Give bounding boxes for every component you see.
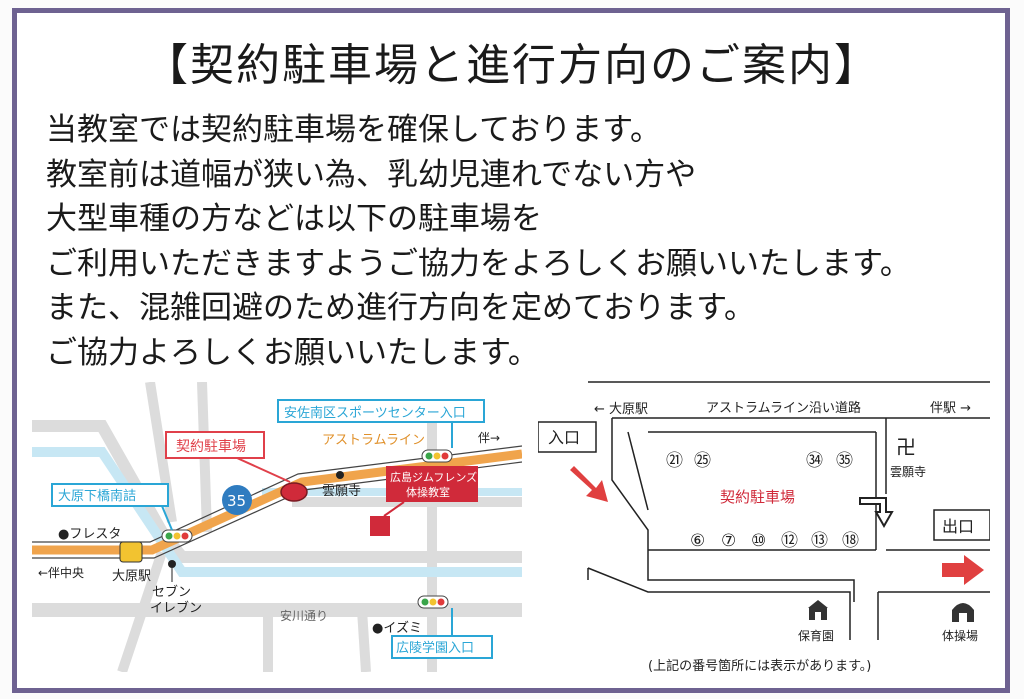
- gym-label-line1: 広島ジムフレンズ: [390, 470, 477, 484]
- seven-label-line2: イレブン: [150, 600, 202, 616]
- yasukawa-label: 安川通り: [280, 608, 328, 623]
- station-icon: [119, 541, 143, 563]
- entrance-box: [538, 421, 597, 453]
- lot-boundary: [627, 431, 649, 511]
- izumi-label: ●イズミ: [372, 620, 422, 636]
- gym-box: [386, 466, 478, 502]
- body-line: 教室前は道幅が狭い為、乳幼児連れでない方や: [46, 156, 697, 193]
- sports-center-label: 安佐南区スポーツセンター入口: [284, 405, 466, 421]
- space-number: ㉞: [806, 451, 823, 471]
- footnote: (上記の番号箇所には表示があります。): [648, 659, 872, 674]
- page-title: 【契約駐車場と進行方向のご案内】: [144, 40, 880, 91]
- callout-leader: [236, 457, 291, 483]
- to-tomo-station-label: 伴駅 →: [930, 401, 971, 416]
- gym-label-line2: 体操教室: [406, 485, 450, 499]
- body-line: 当教室では契約駐車場を確保しております。: [46, 112, 662, 148]
- body-line: また、混雑回避のため進行方向を定めております。: [46, 290, 755, 326]
- entrance-label: 入口: [548, 428, 580, 447]
- lot-boundary: [611, 418, 855, 602]
- body-line: ご利用いただきますようご協力をよろしくお願いいたします。: [46, 245, 911, 282]
- callout-box: [165, 431, 265, 459]
- nursery-label: 保育園: [798, 628, 834, 643]
- temple-dot: [336, 471, 344, 479]
- body-line: ご協力よろしくお願いいたします。: [46, 334, 539, 371]
- parking-marker: [280, 482, 308, 502]
- callout-leader: [161, 505, 173, 531]
- callout-box: [51, 483, 169, 507]
- space-number: ㉟: [836, 451, 853, 471]
- route-sign-icon: [222, 485, 252, 515]
- parking-lot-label: 契約駐車場: [720, 488, 795, 506]
- ohara-station-label: 大原駅: [112, 569, 151, 584]
- body-text: 当教室では契約駐車場を確保しております。 教室前は道幅が狭い為、乳幼児連れでない…: [46, 108, 996, 375]
- to-tomo-chuo-label: ←伴中央: [38, 565, 84, 580]
- space-number: ㉑: [666, 451, 683, 471]
- space-number: ⑫: [781, 531, 798, 551]
- unganji-label: 雲願寺: [322, 484, 361, 499]
- gym-icon: [952, 603, 974, 622]
- callout-box: [391, 635, 493, 659]
- callout-box: [277, 399, 485, 423]
- koryo-label: 広陵学園入口: [396, 640, 474, 656]
- space-number: ⑦: [721, 531, 736, 551]
- to-ohara-label: ← 大原駅: [594, 402, 648, 417]
- nursery-icon: [808, 600, 828, 620]
- exit-label: 出口: [942, 517, 974, 536]
- entrance-arrow-icon: [570, 466, 608, 502]
- seven-label-line1: セブン: [152, 584, 191, 600]
- exit-box: [933, 509, 990, 541]
- gym-building: [370, 516, 390, 536]
- turn-arrow-icon: [859, 497, 894, 529]
- traffic-light-icon: [161, 529, 193, 543]
- road-gray: [32, 420, 522, 563]
- space-number: ⑩: [751, 531, 766, 551]
- road-gray: [117, 550, 167, 672]
- road-line: [587, 567, 851, 640]
- traffic-light-icon: [417, 595, 449, 609]
- parking-diagram: ← 大原駅 アストラムライン沿い道路 伴駅 → 入口 卍 雲願寺 出口 契約駐車…: [538, 381, 990, 643]
- gym-leader: [383, 501, 405, 517]
- card-frame: [12, 8, 1010, 693]
- space-number: ⑬: [811, 531, 828, 551]
- road-blue: [32, 447, 522, 577]
- astram-line-label: アストラムライン: [322, 433, 425, 448]
- gym-label: 体操場: [942, 628, 978, 643]
- store-dot: [168, 560, 176, 568]
- traffic-light-icon: [421, 449, 453, 463]
- temple-name-label: 雲願寺: [890, 465, 926, 479]
- road-outline: [32, 445, 522, 543]
- area-map: 安佐南区スポーツセンター入口 アストラムライン 伴→ 契約駐車場 雲願寺 広島ジ…: [32, 382, 522, 672]
- road-gray: [357, 609, 371, 672]
- space-number: ⑱: [842, 531, 859, 551]
- temple-symbol-icon: 卍: [896, 435, 916, 459]
- space-number: ㉕: [694, 451, 711, 471]
- road-label: アストラムライン沿い道路: [706, 400, 861, 416]
- to-tomo-label: 伴→: [478, 431, 500, 445]
- space-number: ⑥: [690, 531, 705, 551]
- body-line: 大型車種の方などは以下の駐車場を: [46, 201, 542, 237]
- ohara-shimo-label: 大原下橋南詰: [58, 488, 136, 504]
- exit-arrow-icon: [942, 555, 984, 585]
- fresta-label: ●フレスタ: [58, 527, 121, 542]
- route-number: 35: [227, 492, 246, 510]
- parking-callout-label: 契約駐車場: [176, 438, 246, 455]
